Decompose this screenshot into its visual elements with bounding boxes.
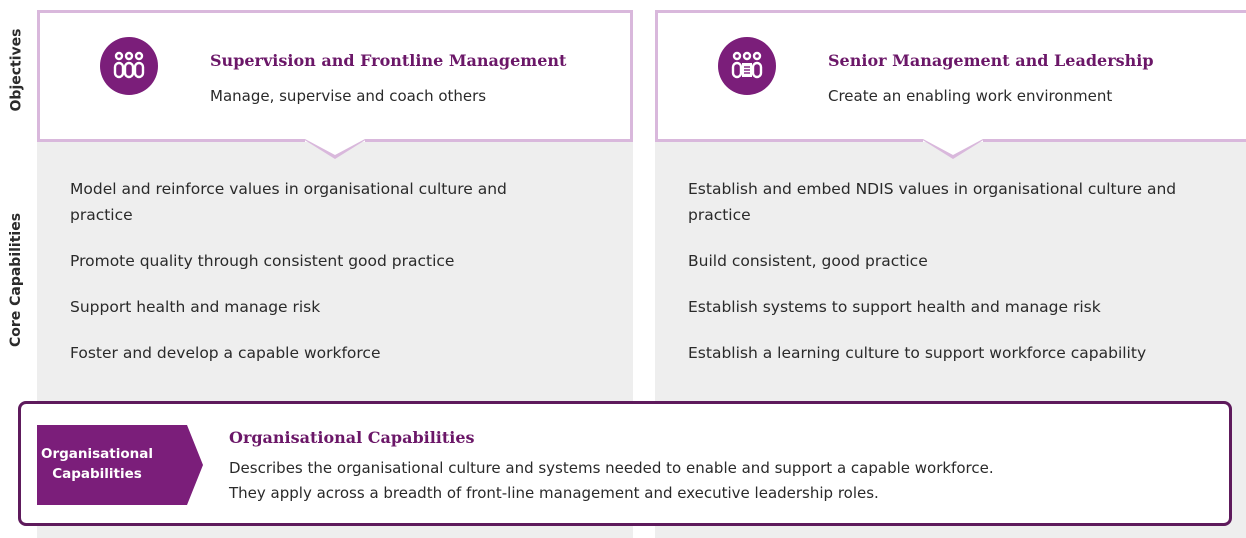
- capability-item: Promote quality through consistent good …: [70, 252, 455, 270]
- capability-list: Model and reinforce values in organisati…: [70, 176, 540, 386]
- objective-title: Supervision and Frontline Management: [210, 51, 567, 70]
- description-line-1: Describes the organisational culture and…: [229, 459, 994, 477]
- capability-list: Establish and embed NDIS values in organ…: [688, 176, 1218, 386]
- capability-item: Establish a learning culture to support …: [688, 344, 1147, 362]
- organisational-capabilities-tab: [37, 425, 203, 505]
- organisational-capabilities-panel: [18, 401, 1232, 526]
- capability-item: Build consistent, good practice: [688, 252, 928, 270]
- capability-item: Model and reinforce values in organisati…: [70, 180, 507, 224]
- objective-subtitle: Manage, supervise and coach others: [210, 87, 487, 105]
- objective-box: Senior Management and Leadership Create …: [655, 10, 1246, 142]
- description-line-2: They apply across a breadth of front-lin…: [229, 484, 879, 502]
- capability-item: Foster and develop a capable workforce: [70, 344, 381, 362]
- capability-item: Support health and manage risk: [70, 298, 321, 316]
- organisational-capabilities-description: Describes the organisational culture and…: [229, 456, 1229, 506]
- organisational-capabilities-tab-label: Organisational Capabilities: [41, 446, 153, 482]
- core-capabilities-side-label: Core Capabilities: [8, 212, 24, 348]
- people-document-icon: [718, 37, 776, 95]
- capability-item: Establish systems to support health and …: [688, 298, 1101, 316]
- objective-title: Senior Management and Leadership: [828, 51, 1154, 70]
- objectives-side-label: Objectives: [8, 28, 24, 112]
- organisational-capabilities-title: Organisational Capabilities: [229, 428, 475, 447]
- people-group-icon: [100, 37, 158, 95]
- capability-item: Establish and embed NDIS values in organ…: [688, 180, 1177, 224]
- objective-box: Supervision and Frontline Management Man…: [37, 10, 633, 142]
- objective-subtitle: Create an enabling work environment: [828, 87, 1113, 105]
